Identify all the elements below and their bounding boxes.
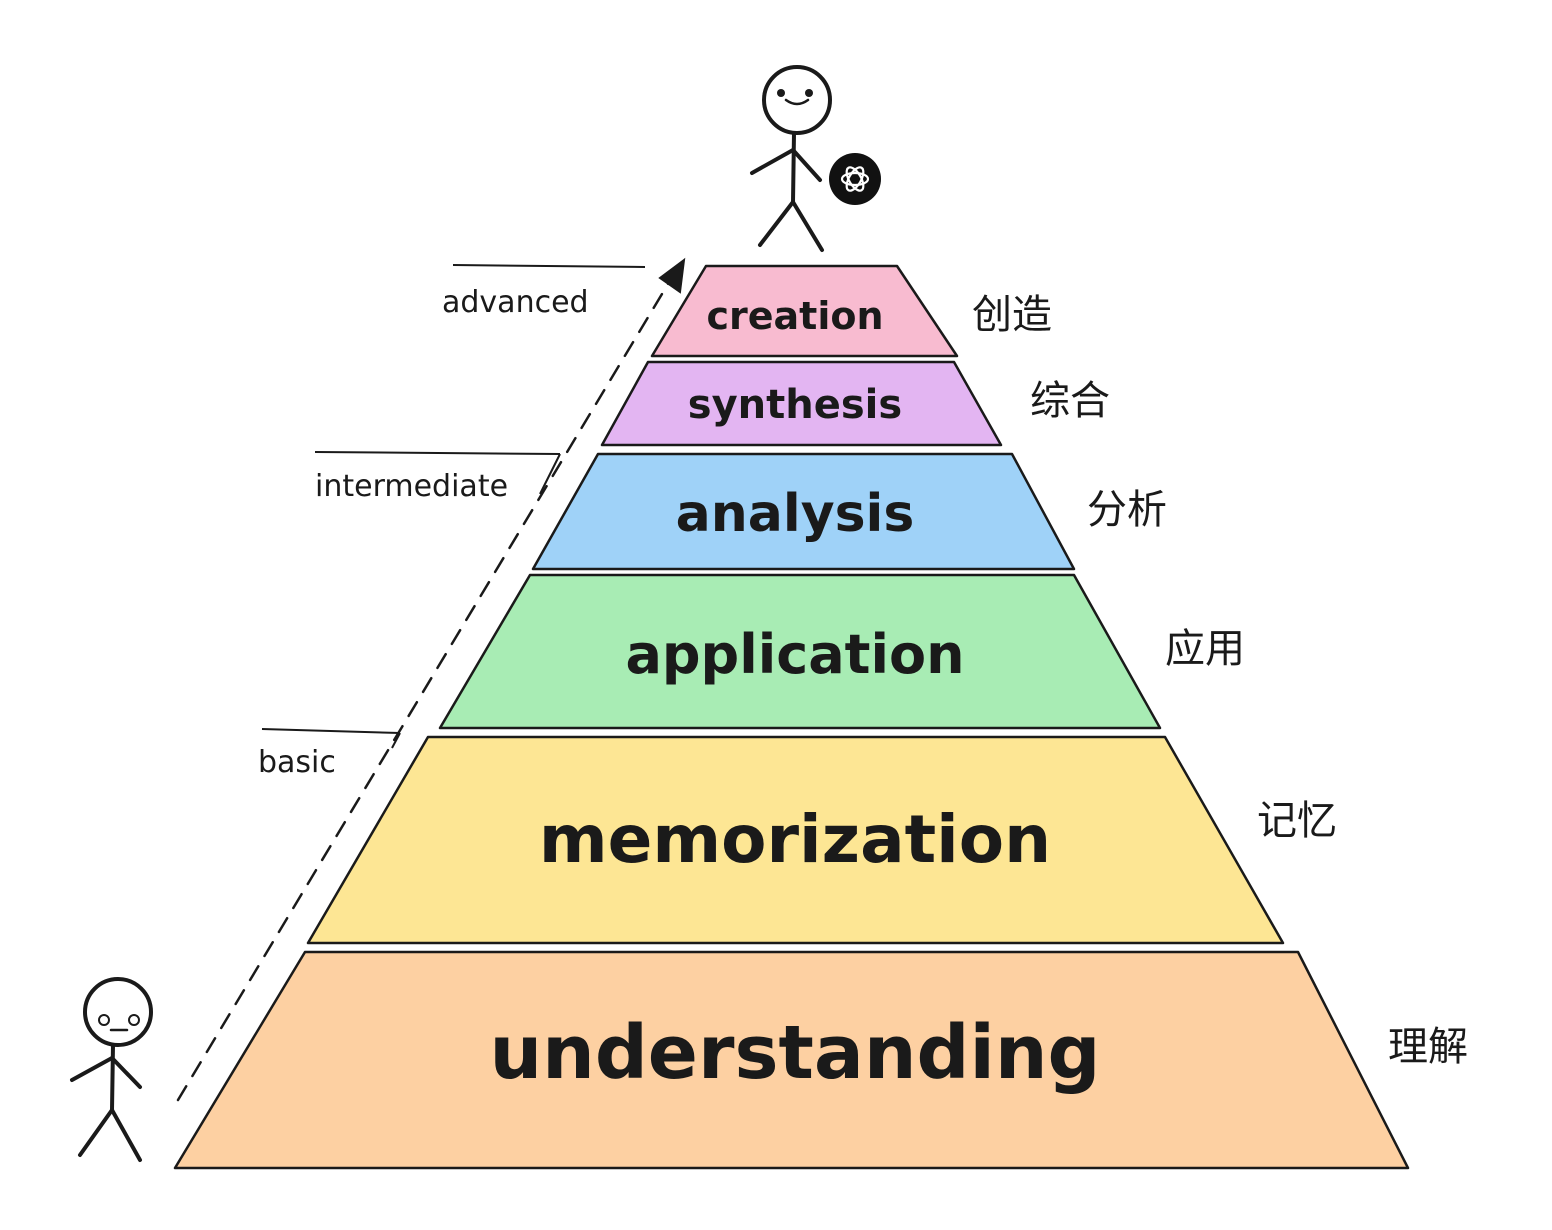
arrow-head-icon xyxy=(658,257,686,294)
tier-cn-memorization: 记忆 xyxy=(1257,798,1337,844)
tier-synthesis: synthesis 综合 xyxy=(600,360,1110,447)
tier-creation: creation 创造 xyxy=(650,264,1052,358)
level-markers: advanced intermediate basic xyxy=(258,264,646,780)
progress-arrow xyxy=(176,257,686,1102)
openai-logo-icon xyxy=(829,153,881,205)
top-figure-head xyxy=(762,65,832,135)
tier-cn-understanding: 理解 xyxy=(1388,1024,1468,1070)
level-label-advanced: advanced xyxy=(442,285,589,320)
tier-label-understanding: understanding xyxy=(489,1010,1100,1096)
tier-analysis: analysis 分析 xyxy=(531,452,1167,571)
tier-label-application: application xyxy=(625,623,964,686)
level-label-basic: basic xyxy=(258,745,336,780)
tier-cn-application: 应用 xyxy=(1165,626,1245,672)
tier-cn-analysis: 分析 xyxy=(1087,487,1167,533)
tier-cn-creation: 创造 xyxy=(972,292,1052,338)
tier-cn-synthesis: 综合 xyxy=(1030,378,1110,424)
tier-application: application 应用 xyxy=(438,573,1245,730)
pyramid: understanding 理解 memorization 记忆 applica… xyxy=(173,264,1468,1170)
bottom-figure-eye-right xyxy=(128,1014,140,1026)
tier-label-memorization: memorization xyxy=(539,801,1051,878)
bottom-figure-eye-left xyxy=(98,1014,110,1026)
tier-understanding: understanding 理解 xyxy=(173,950,1468,1170)
top-figure-smile xyxy=(784,98,810,106)
top-stick-figure xyxy=(750,65,832,252)
bottom-stick-figure xyxy=(70,977,153,1162)
tier-label-creation: creation xyxy=(706,294,883,338)
top-figure-eye-left xyxy=(777,89,785,97)
top-figure-eye-right xyxy=(805,89,813,97)
level-label-intermediate: intermediate xyxy=(315,469,508,504)
bottom-figure-head xyxy=(83,977,153,1047)
tier-label-synthesis: synthesis xyxy=(688,382,902,428)
tier-memorization: memorization 记忆 xyxy=(306,735,1337,945)
tier-label-analysis: analysis xyxy=(676,484,915,544)
